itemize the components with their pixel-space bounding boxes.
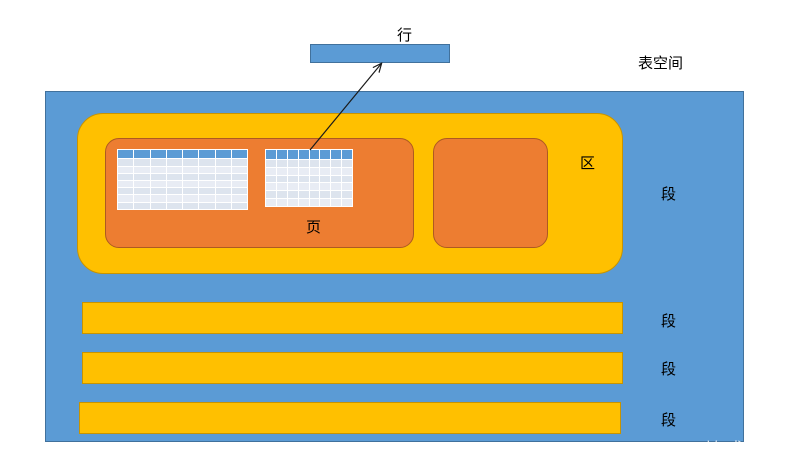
segment-label-3: 段 (661, 360, 677, 378)
segment-label-1: 段 (661, 185, 677, 203)
segment-label-2: 段 (661, 312, 677, 330)
page-table-2 (265, 148, 353, 207)
segment-bar-2 (82, 352, 623, 384)
watermark-text: CSDN @一叶知求 (621, 439, 744, 457)
row-bar (310, 44, 450, 63)
segment-label-4: 段 (661, 411, 677, 429)
extent-label: 区 (580, 154, 596, 172)
row-label: 行 (397, 26, 413, 44)
tablespace-label: 表空间 (638, 54, 684, 72)
page-box-2 (433, 138, 548, 248)
page-label: 页 (306, 218, 322, 236)
page-table-1 (116, 148, 249, 211)
segment-bar-1 (82, 302, 623, 334)
segment-bar-3 (79, 402, 621, 434)
